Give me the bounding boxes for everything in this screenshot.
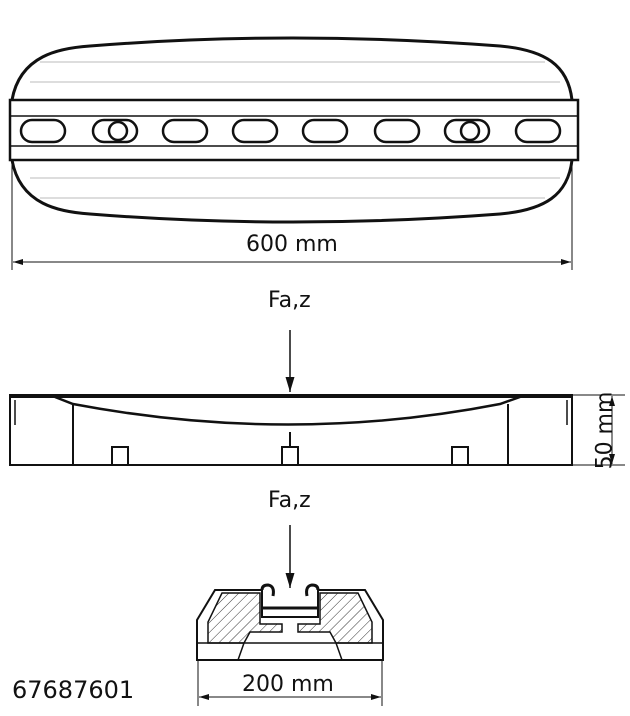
side-force-label: Fa,z [268, 288, 311, 313]
mounting-slot [373, 118, 421, 144]
section-force-label: Fa,z [268, 488, 311, 513]
mounting-slot [514, 118, 562, 144]
mounting-slot [231, 118, 279, 144]
mounting-slot [301, 118, 349, 144]
bolt-circle [107, 120, 129, 142]
side-view [9, 330, 573, 466]
mounting-slot [19, 118, 67, 144]
mounting-slot [443, 118, 491, 144]
bolt-circle [459, 120, 481, 142]
top-width-label: 600 mm [246, 232, 338, 257]
section-width-label: 200 mm [242, 672, 334, 697]
side-height-label: 50 mm [592, 391, 618, 470]
dimension-50 [572, 394, 625, 466]
dimension-200 [197, 660, 383, 706]
drawing-number: 67687601 [12, 676, 135, 704]
mounting-slot [91, 118, 139, 144]
dimension-600 [11, 160, 573, 270]
mounting-slot [161, 118, 209, 144]
top-view [8, 36, 580, 224]
section-view [196, 525, 384, 661]
